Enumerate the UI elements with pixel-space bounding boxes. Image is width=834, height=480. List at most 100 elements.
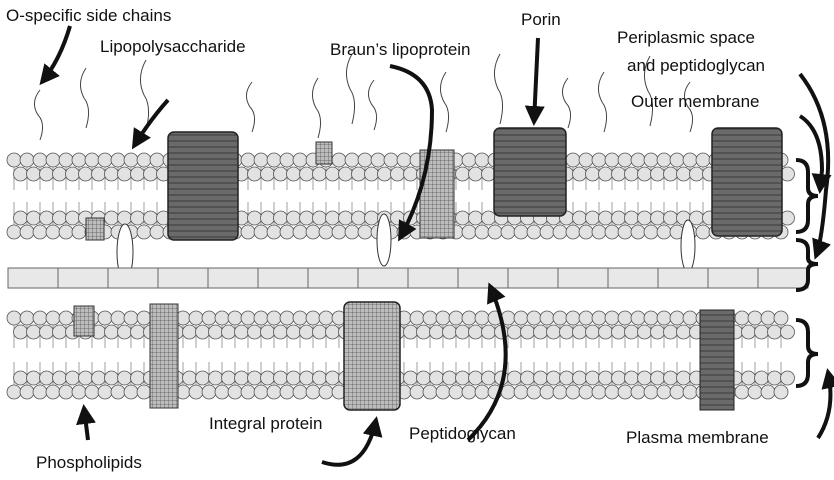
lipid-head [514,385,528,399]
lipid-head [586,211,600,225]
lipid-head [358,153,372,167]
lipid-head [456,371,470,385]
lipid-head [774,385,788,399]
lipid-head [7,385,21,399]
plasma-protein-3 [700,310,734,410]
lipid-head [475,225,489,239]
lipid-head [7,153,21,167]
lipid-head [267,225,281,239]
lipid-head [345,153,359,167]
lipid-head [254,311,268,325]
lipid-head [612,371,626,385]
side-chain [562,78,570,128]
lipid-head [319,385,333,399]
peptidoglycan-layer [8,268,808,288]
lipid-head [644,311,658,325]
side-chain [440,72,448,132]
lipid-head [566,385,580,399]
lipid-head [625,167,639,181]
porin-protein [494,128,566,216]
side-chain [140,60,148,130]
lipid-head [85,153,99,167]
lipid-head [482,371,496,385]
lipid-head [391,167,405,181]
lipid-head [183,325,197,339]
peptidoglycan-segment [58,268,108,288]
lipid-head [371,153,385,167]
lipid-head [53,371,67,385]
lipid-head [215,311,229,325]
lipid-head [560,325,574,339]
lipid-head [638,211,652,225]
lipid-head [612,167,626,181]
label-periplasmic-space: Periplasmic space [617,28,755,48]
lipid-head [690,167,704,181]
lipid-head [469,211,483,225]
peptidoglycan-segment [658,268,708,288]
lipid-head [586,325,600,339]
lipid-head [27,167,41,181]
lipid-head [326,167,340,181]
peptidoglycan-segment [8,268,58,288]
lipid-head [462,225,476,239]
lipid-head [14,167,28,181]
lipid-head [248,211,262,225]
lipid-head [313,371,327,385]
lipid-head [306,225,320,239]
lipid-head [423,311,437,325]
lipid-head [404,167,418,181]
outer-membrane-proteins [86,128,782,280]
lipid-head [131,325,145,339]
lipid-head [59,311,73,325]
lipid-head [410,385,424,399]
lipid-head [319,225,333,239]
lipid-head [228,385,242,399]
lipid-head [482,325,496,339]
lipid-head [40,167,54,181]
lipid-head [508,371,522,385]
lipid-head [105,325,119,339]
lipid-head [657,385,671,399]
lipid-head [404,371,418,385]
lipid-head [124,153,138,167]
lipid-head [456,325,470,339]
lipid-head [241,385,255,399]
lipid-head [261,211,275,225]
lipid-head [280,153,294,167]
lipid-head [618,153,632,167]
lipid-head [404,325,418,339]
side-chain [368,80,376,130]
lipid-head [651,211,665,225]
lipid-head [514,225,528,239]
lipid-head [631,225,645,239]
arrow-integral [322,420,376,465]
braun-lipoprotein-shape [377,214,391,266]
lipid-head [573,167,587,181]
lipid-head [670,385,684,399]
lipid-head [254,385,268,399]
lipid-head [111,153,125,167]
lipid-head [579,311,593,325]
lipid-head [423,385,437,399]
lipid-head [313,211,327,225]
lipid-head [118,371,132,385]
lipid-head [677,371,691,385]
peptidoglycan-segment [358,268,408,288]
lipid-head [612,325,626,339]
lipid-head [287,371,301,385]
lipoprotein-anchor-right [681,220,695,272]
lipid-head [72,225,86,239]
lipid-head [40,371,54,385]
lipid-head [599,167,613,181]
lipid-head [469,167,483,181]
lipid-head [625,325,639,339]
lipid-head [449,311,463,325]
lipid-head [339,167,353,181]
lipid-head [98,385,112,399]
lipid-head [27,325,41,339]
lipid-head [20,153,34,167]
lipid-head [384,153,398,167]
lipid-head [586,167,600,181]
lipid-head [267,385,281,399]
lipid-head [332,225,346,239]
